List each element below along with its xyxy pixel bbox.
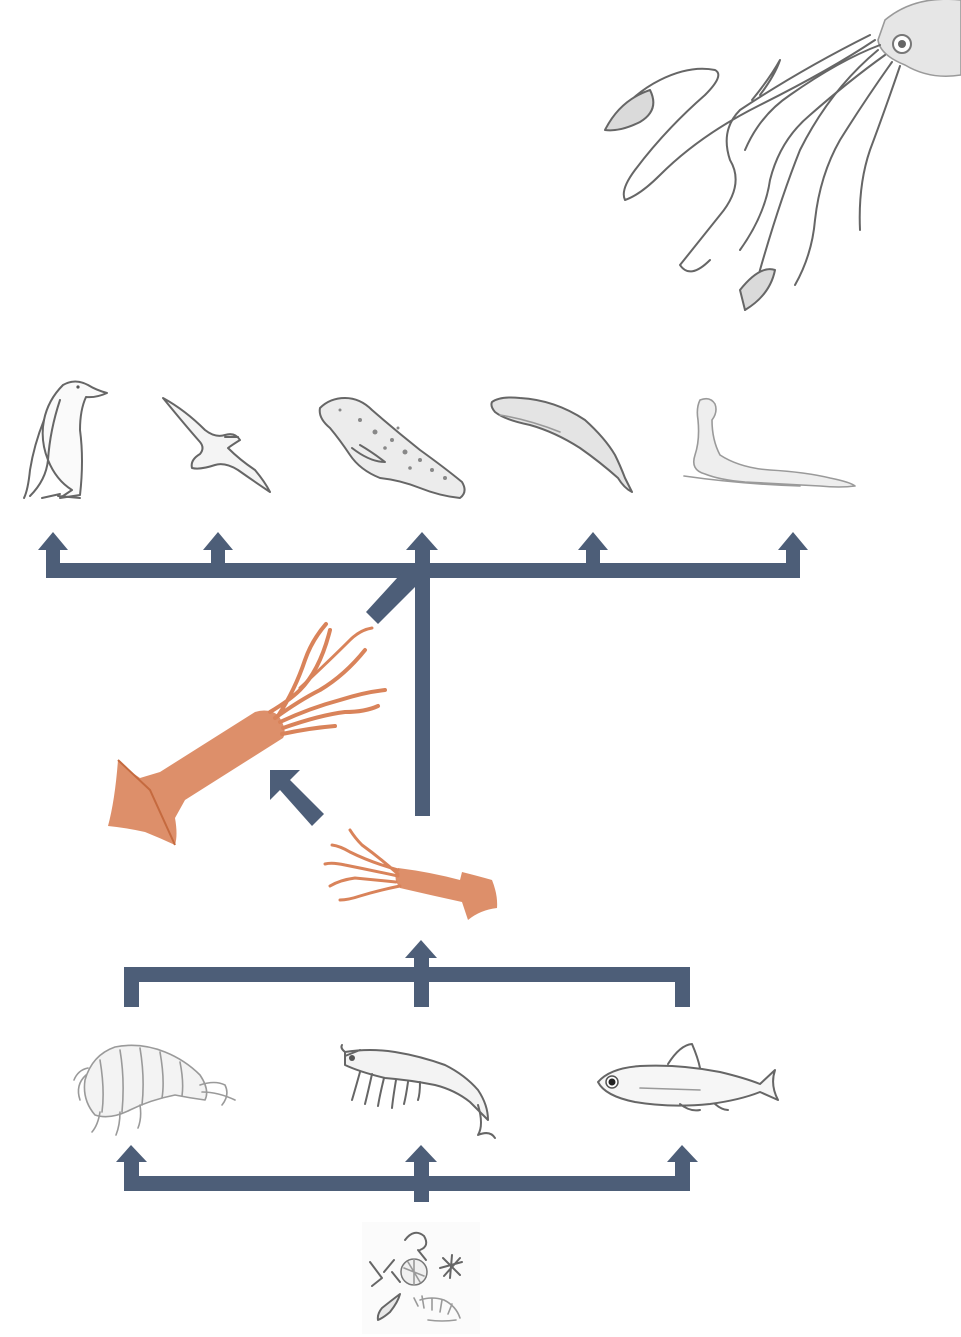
arrowhead-amphipod xyxy=(116,1145,147,1162)
arrow-stem-krill xyxy=(414,1160,429,1202)
arrow-stem-amphipod xyxy=(124,1160,139,1190)
arrowhead-lanternfish xyxy=(667,1145,698,1162)
arrow-stem-leopard-seal xyxy=(415,548,430,816)
arrowhead-albatross xyxy=(203,532,233,550)
elephant-seal-icon xyxy=(684,399,855,487)
arrow-stem-sperm-whale xyxy=(586,548,600,578)
prey-bracket-left-leg xyxy=(124,967,139,1007)
giant-squid-icon xyxy=(605,0,961,310)
arrow-stem-penguin xyxy=(46,548,60,578)
krill-icon xyxy=(341,1045,495,1138)
penguin-icon xyxy=(24,382,107,499)
amphipod-icon xyxy=(74,1045,235,1135)
arrowhead-to-small-squid xyxy=(405,940,437,958)
arrow-stem-lanternfish xyxy=(675,1160,690,1190)
arrow-small-squid-to-large-squid xyxy=(270,770,324,826)
arrow-stem-albatross xyxy=(211,548,225,578)
arrowhead-leopard-seal xyxy=(406,532,438,550)
arrow-stem-elephant-seal xyxy=(786,548,800,578)
sperm-whale-icon xyxy=(491,398,632,493)
leopard-seal-icon xyxy=(320,398,465,498)
prey-bracket-right-leg xyxy=(675,967,690,1007)
arrowhead-sperm-whale xyxy=(578,532,608,550)
prey-arrows xyxy=(124,940,690,1007)
lanternfish-icon xyxy=(598,1044,778,1110)
plankton-bracket-bar xyxy=(124,1176,690,1191)
arrowhead-penguin xyxy=(38,532,68,550)
prey-bracket-bar xyxy=(124,967,690,982)
albatross-icon xyxy=(163,398,270,492)
small-squid-icon xyxy=(325,830,497,920)
large-squid-icon xyxy=(108,624,385,845)
plankton-icon xyxy=(362,1222,480,1334)
prey-bracket-center-stem xyxy=(414,955,429,1007)
arrowhead-krill xyxy=(405,1145,437,1162)
arrowhead-elephant-seal xyxy=(778,532,808,550)
plankton-arrows xyxy=(116,1145,698,1202)
